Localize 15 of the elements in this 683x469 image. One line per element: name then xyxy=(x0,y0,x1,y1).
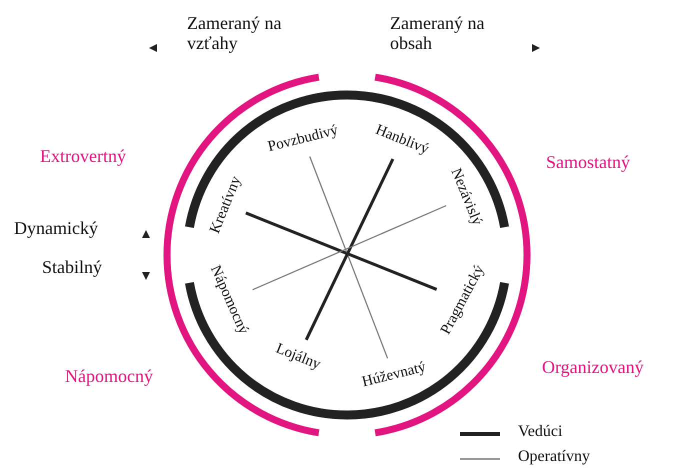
axis-label: Stabilný xyxy=(42,258,102,278)
legend-label: Vedúci xyxy=(518,423,562,441)
spoke-line xyxy=(304,158,394,340)
quadrant-label: Nápomocný xyxy=(65,367,153,387)
quadrant-label: Extrovertný xyxy=(40,147,126,167)
legend-label: Operatívny xyxy=(518,448,590,466)
quadrant-label: Organizovaný xyxy=(542,358,644,378)
spoke-line xyxy=(309,156,388,359)
axis-label: Dynamický xyxy=(14,219,98,239)
trait-label: Húževnatý xyxy=(360,359,428,391)
quadrant-label: Samostatný xyxy=(546,153,630,173)
spoke-line xyxy=(252,205,446,290)
spoke-line xyxy=(245,212,438,291)
axis-label: Zameraný na obsah xyxy=(390,14,486,54)
axis-label: Zameraný na vzťahy xyxy=(187,14,282,54)
